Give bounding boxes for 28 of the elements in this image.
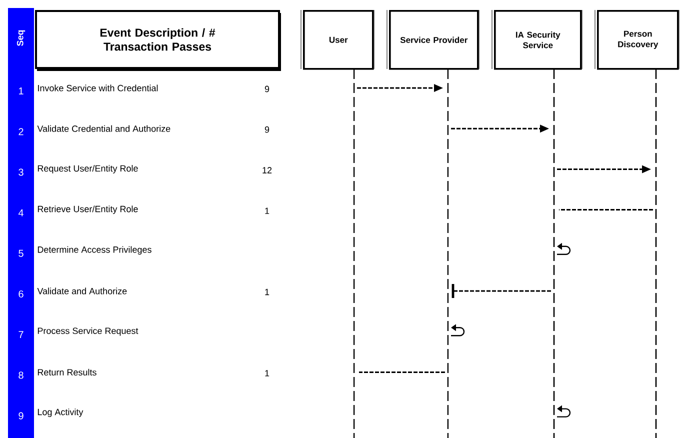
step-number: 6	[18, 290, 24, 298]
pass-count: 1	[265, 288, 270, 296]
message-arrow	[451, 124, 549, 133]
pass-count: 1	[265, 370, 270, 376]
participant-box: User	[300, 10, 374, 70]
pass-count: 1	[265, 208, 270, 214]
self-call-arrow	[557, 405, 571, 418]
step-description: Invoke Service with Credential	[38, 84, 158, 92]
step-number: 8	[18, 372, 24, 379]
step-number: 7	[18, 331, 24, 338]
pass-count: 9	[264, 86, 270, 92]
message-arrow	[557, 165, 651, 174]
participant-box: Person Discovery	[594, 10, 680, 70]
pass-count: 9	[264, 126, 270, 133]
participant-box: IA Security Service	[492, 10, 582, 70]
self-call-arrow	[451, 324, 465, 336]
message-arrow	[452, 284, 551, 298]
pass-count: 12	[262, 167, 272, 174]
participant-box: Service Provider	[386, 10, 480, 70]
self-call-arrow	[557, 242, 571, 255]
step-number: 3	[18, 168, 24, 176]
step-number: 2	[18, 128, 24, 136]
header-box: Event Description / # Transaction Passes	[35, 10, 281, 71]
step-number: 1	[19, 88, 24, 94]
step-number: 4	[18, 209, 24, 216]
step-number: 5	[18, 250, 24, 257]
step-number: 9	[18, 412, 24, 420]
message-arrow	[357, 84, 443, 92]
